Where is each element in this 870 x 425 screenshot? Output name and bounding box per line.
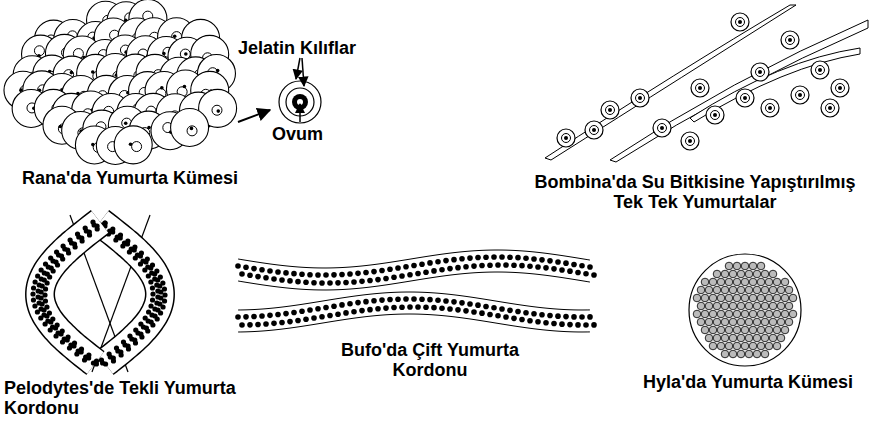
egg-detail (279, 81, 321, 123)
part-label: Jelatin Kılıflar (238, 38, 368, 58)
hyla-egg-cluster (689, 254, 801, 366)
pointer-arrow (238, 110, 270, 122)
species-caption: Pelodytes'de Tekli Yumurta Kordonu (4, 378, 254, 418)
bombina-plant (545, 5, 868, 162)
leader-line (296, 58, 300, 79)
leader-line (299, 104, 301, 122)
pelodytes-cord (30, 215, 167, 372)
bufo-cords (235, 250, 597, 332)
leader-line (302, 58, 304, 86)
species-caption: Bombina'da Su Bitkisine Yapıştırılmış Te… (524, 172, 866, 212)
part-label: Ovum (272, 124, 332, 144)
species-caption: Hyla'da Yumurta Kümesi (630, 372, 866, 392)
species-caption: Rana'da Yumurta Kümesi (22, 168, 272, 188)
species-caption: Bufo'da Çift Yumurta Kordonu (310, 340, 550, 380)
rana-egg-cluster (4, 0, 237, 165)
